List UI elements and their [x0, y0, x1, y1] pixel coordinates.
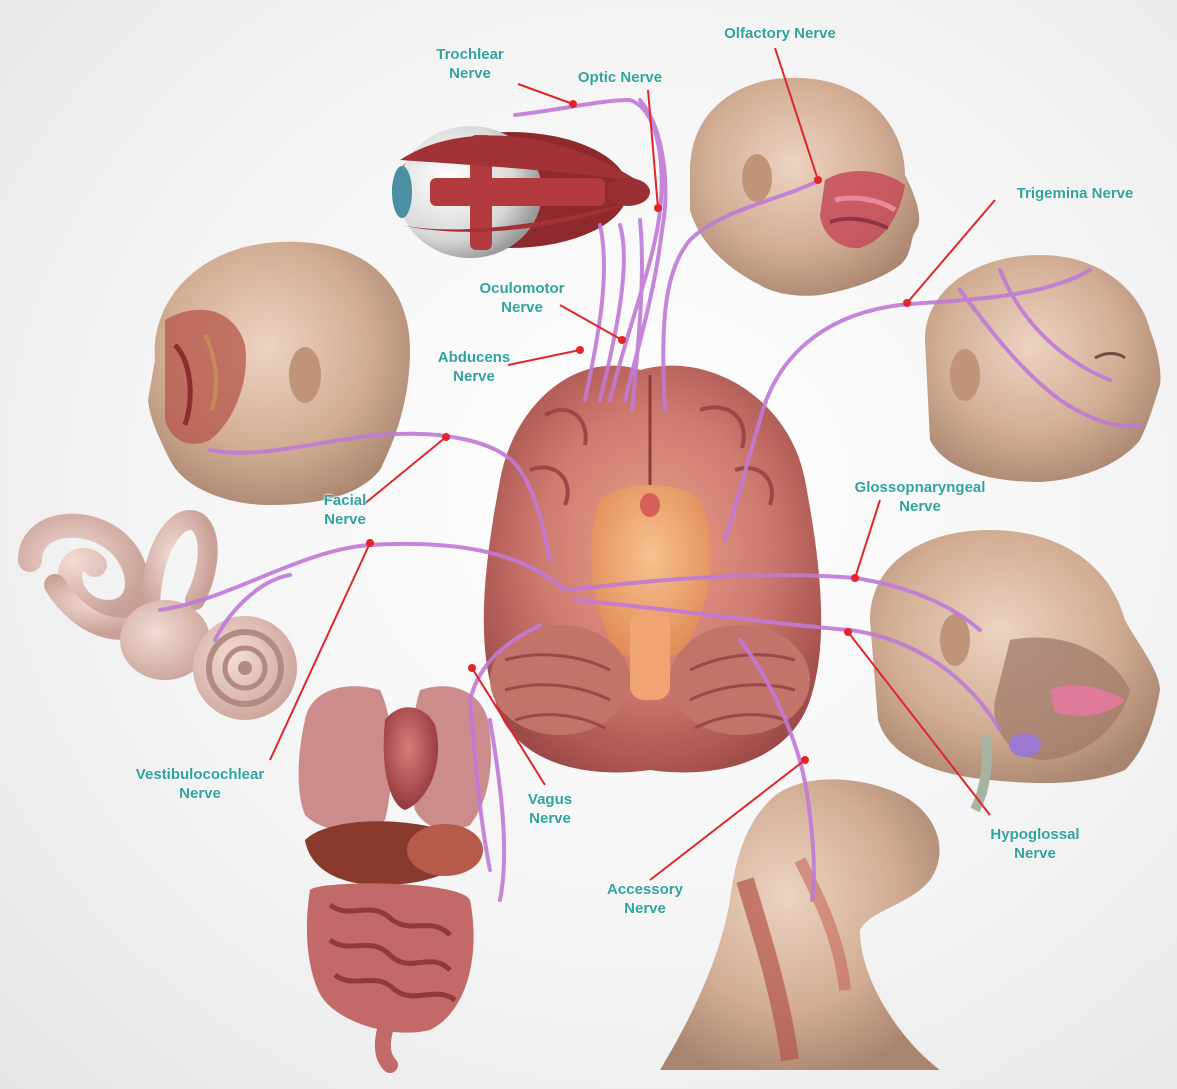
- head-illustration: [870, 530, 1160, 810]
- olfactory-nerve-label: Olfactory Nerve: [700, 24, 860, 43]
- organs-illustration: [299, 686, 491, 1065]
- inner-ear-illustration: [30, 520, 297, 720]
- neck-illustration: [660, 779, 940, 1070]
- head-illustration: [148, 242, 410, 505]
- trigemina-nerve-label: Trigemina Nerve: [995, 184, 1155, 203]
- eye-illustration: [392, 126, 650, 258]
- optic-nerve-label: Optic Nerve: [560, 68, 680, 87]
